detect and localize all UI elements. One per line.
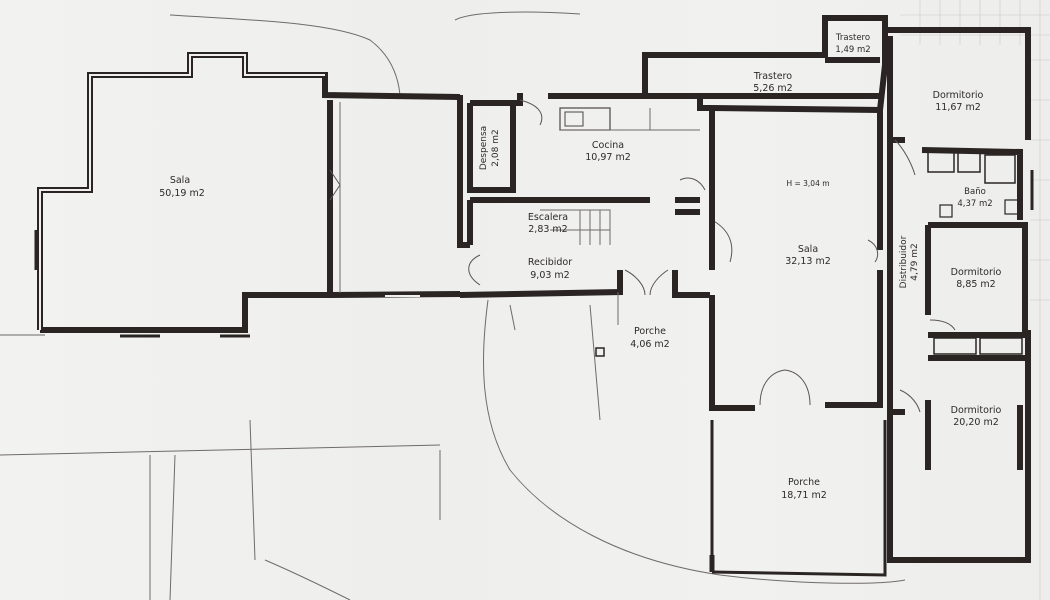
room-area-despensa: 2,08 m2 xyxy=(491,129,501,166)
room-area-bano: 4,37 m2 xyxy=(957,199,992,209)
grid-paper xyxy=(900,0,1050,600)
room-area-sala-2: 32,13 m2 xyxy=(785,256,831,267)
room-area-sala-1: 50,19 m2 xyxy=(159,188,205,199)
room-area-escalera: 2,83 m2 xyxy=(528,224,567,235)
room-area-cocina: 10,97 m2 xyxy=(585,152,631,163)
room-label-cocina: Cocina xyxy=(592,140,624,151)
room-label-escalera: Escalera xyxy=(528,212,568,223)
room-label-sala-2: Sala xyxy=(798,244,818,255)
room-label-sala-1: Sala xyxy=(170,175,190,186)
room-label-porche-1: Porche xyxy=(634,326,666,337)
room-label-porche-2: Porche xyxy=(788,477,820,488)
room-label-distribuidor: Distribuidor xyxy=(899,235,909,288)
room-area-trastero-2: 5,26 m2 xyxy=(753,83,792,94)
room-area-porche-1: 4,06 m2 xyxy=(630,339,669,350)
room-label-dormitorio-1: Dormitorio xyxy=(933,90,984,101)
room-label-trastero-2: Trastero xyxy=(753,71,792,82)
room-area-distribuidor: 4,79 m2 xyxy=(910,243,920,280)
room-area-dormitorio-3: 20,20 m2 xyxy=(953,417,999,428)
room-label-dormitorio-2: Dormitorio xyxy=(951,267,1002,278)
right-wing-walls xyxy=(650,15,1034,577)
room-label-despensa: Despensa xyxy=(479,126,489,170)
center-walls xyxy=(457,52,733,357)
room-area-dormitorio-1: 11,67 m2 xyxy=(935,102,981,113)
room-area-porche-2: 18,71 m2 xyxy=(781,490,827,501)
room-area-dormitorio-2: 8,85 m2 xyxy=(956,279,995,290)
room-area-trastero-1: 1,49 m2 xyxy=(835,45,870,55)
height-note: H = 3,04 m xyxy=(786,179,829,188)
left-wing-walls xyxy=(34,52,461,338)
room-label-recibidor: Recibidor xyxy=(528,257,572,268)
site-lines xyxy=(0,11,906,600)
room-labels: Sala 50,19 m2 Despensa 2,08 m2 Cocina 10… xyxy=(159,33,1001,501)
room-label-bano: Baño xyxy=(964,187,986,197)
room-label-trastero-1: Trastero xyxy=(835,33,870,43)
room-area-recibidor: 9,03 m2 xyxy=(530,270,569,281)
room-label-dormitorio-3: Dormitorio xyxy=(951,405,1002,416)
